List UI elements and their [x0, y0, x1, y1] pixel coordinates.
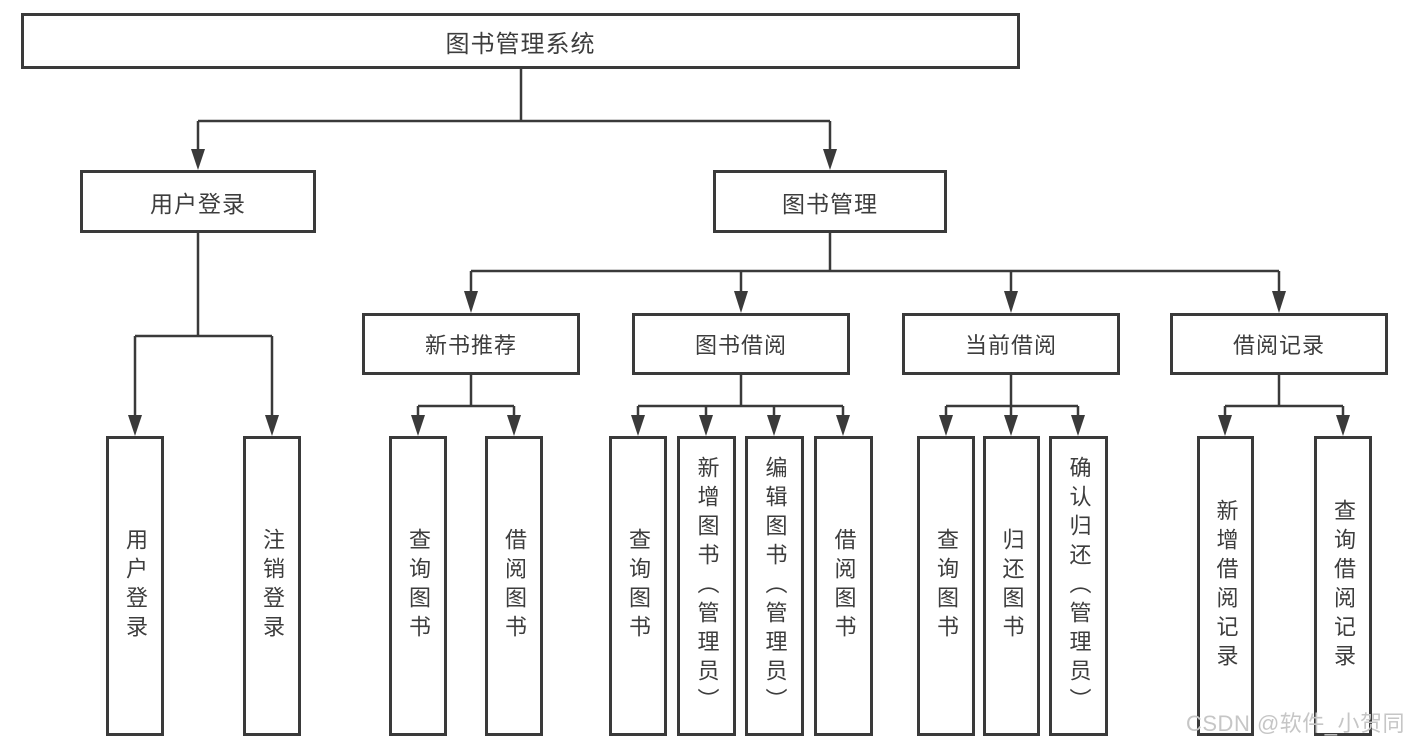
node-root: 图书管理系统	[21, 13, 1020, 69]
node-leaf-query-borrow-record: 查询借阅记录	[1314, 436, 1372, 736]
leaf-label: 用户登录	[123, 528, 148, 644]
watermark: CSDN @软件_小贺同学	[1186, 711, 1405, 736]
node-current-borrowing-label: 当前借阅	[964, 333, 1057, 358]
leaf-label: 查询图书	[406, 528, 431, 644]
node-leaf-return-books: 归还图书	[983, 436, 1040, 736]
node-leaf-current-query-books: 查询图书	[917, 436, 975, 736]
leaf-label: 新增借阅记录	[1213, 499, 1239, 673]
node-leaf-recommend-borrow-books: 借阅图书	[485, 436, 543, 736]
leaf-label: 归还图书	[999, 528, 1025, 644]
node-leaf-add-books-admin: 新增图书（管理员）	[677, 436, 736, 736]
leaf-label: 确认归还（管理员）	[1066, 455, 1092, 717]
leaf-label: 查询图书	[626, 528, 651, 644]
node-leaf-edit-books-admin: 编辑图书（管理员）	[745, 436, 804, 736]
leaf-label: 编辑图书（管理员）	[762, 455, 788, 717]
node-leaf-add-borrow-record: 新增借阅记录	[1197, 436, 1254, 736]
leaf-label: 查询图书	[934, 528, 959, 644]
node-leaf-borrowing-query-books: 查询图书	[609, 436, 667, 736]
node-new-book-recommend: 新书推荐	[362, 313, 580, 375]
node-leaf-user-login-action: 用户登录	[106, 436, 164, 736]
node-leaf-borrowing-borrow-books: 借阅图书	[814, 436, 873, 736]
node-leaf-confirm-return-admin: 确认归还（管理员）	[1049, 436, 1108, 736]
node-book-borrowing: 图书借阅	[632, 313, 850, 375]
node-leaf-recommend-query-books: 查询图书	[389, 436, 447, 736]
node-book-borrowing-label: 图书借阅	[694, 333, 787, 358]
leaf-label: 新增图书（管理员）	[694, 455, 720, 717]
node-leaf-logout-action: 注销登录	[243, 436, 301, 736]
leaf-label: 注销登录	[260, 528, 285, 644]
arrowheads	[128, 149, 1350, 436]
node-user-login-label: 用户登录	[150, 190, 246, 217]
node-borrowing-records-label: 借阅记录	[1232, 333, 1325, 358]
leaf-label: 借阅图书	[502, 528, 527, 644]
node-new-book-recommend-label: 新书推荐	[424, 333, 517, 358]
node-book-management: 图书管理	[713, 170, 947, 233]
node-root-label: 图书管理系统	[445, 30, 596, 58]
leaf-label: 借阅图书	[831, 528, 857, 644]
leaf-label: 查询借阅记录	[1331, 499, 1356, 673]
node-borrowing-records: 借阅记录	[1170, 313, 1388, 375]
node-book-management-label: 图书管理	[782, 190, 878, 217]
node-user-login: 用户登录	[80, 170, 316, 233]
node-current-borrowing: 当前借阅	[902, 313, 1120, 375]
